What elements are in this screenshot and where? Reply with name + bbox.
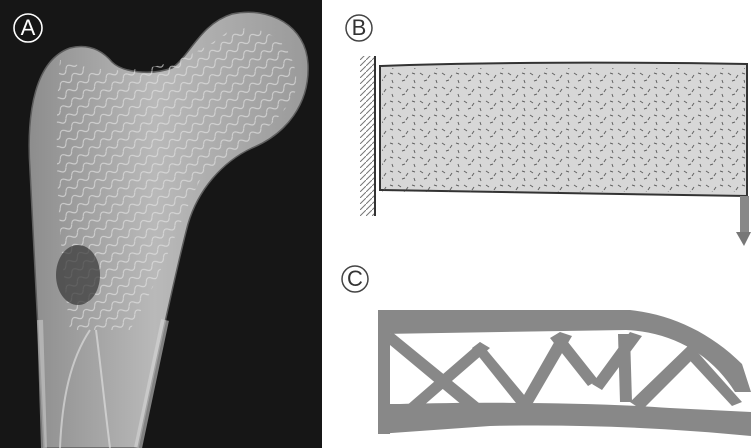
load-arrow-head [736,232,751,246]
femur-image: A [0,0,322,448]
beam-sketch: B [330,0,751,252]
load-arrow-shaft [740,196,749,232]
panel-a-femur-photo: A [0,0,322,448]
panel-b-beam-sketch: B [330,0,751,252]
truss-structure: C [330,252,751,448]
truss-members [378,310,751,436]
label-b: B [352,15,367,40]
label-a: A [21,15,36,40]
panel-c-optimized-structure: C [330,252,751,448]
fixed-wall [360,56,374,216]
label-c: C [347,266,363,291]
